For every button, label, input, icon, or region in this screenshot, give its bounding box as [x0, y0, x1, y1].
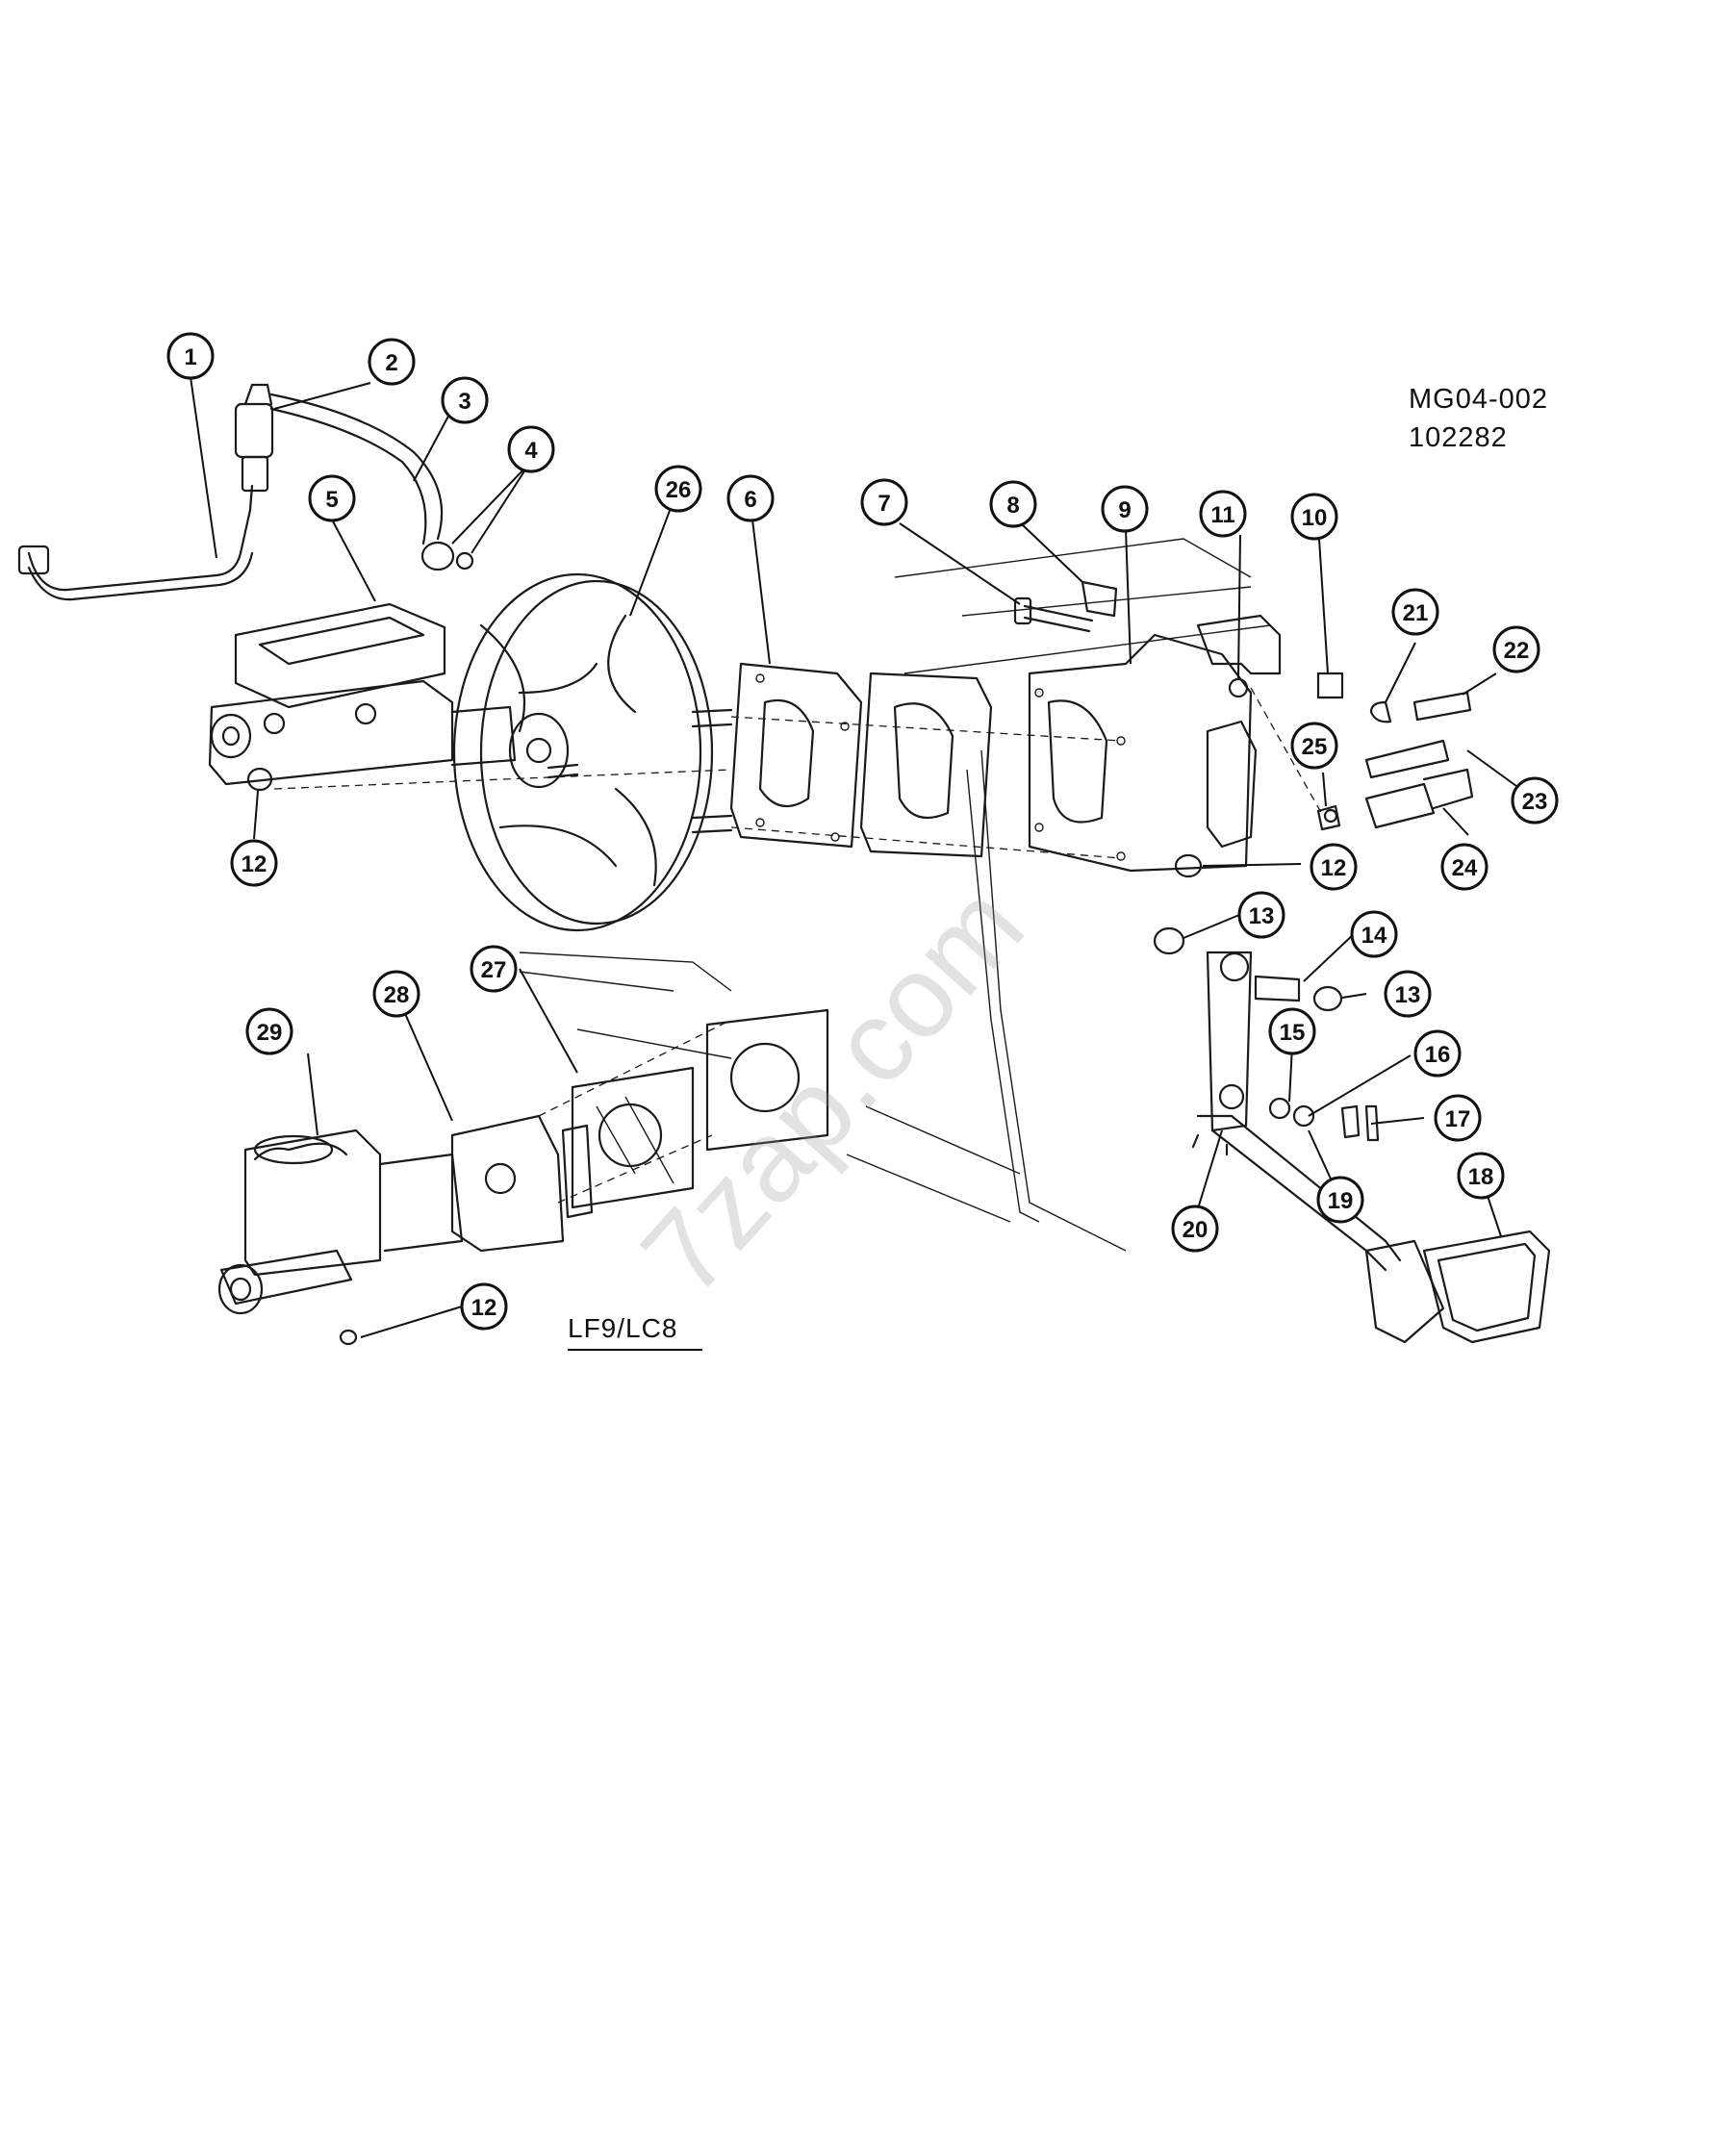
callout-16: 16 [1413, 1029, 1462, 1078]
callout-12-c: 12 [460, 1282, 508, 1331]
callout-12-a-label: 12 [242, 851, 267, 877]
variant-label: LF9/LC8 [568, 1313, 678, 1343]
callout-29: 29 [245, 1007, 293, 1055]
callout-23: 23 [1511, 776, 1559, 824]
callout-12-a: 12 [230, 839, 278, 887]
callout-14: 14 [1350, 910, 1398, 958]
brake-pedal-assembly [1153, 926, 1551, 1344]
callout-13-a: 13 [1237, 891, 1285, 939]
callout-6: 6 [726, 474, 775, 522]
nut-bracket [1174, 853, 1203, 878]
callout-16-label: 16 [1425, 1042, 1451, 1068]
callout-9-label: 9 [1118, 497, 1131, 523]
callout-10: 10 [1290, 493, 1338, 541]
drawing-code: MG04-002 [1409, 384, 1549, 415]
callout-27: 27 [470, 945, 518, 993]
callout-14-label: 14 [1361, 923, 1387, 949]
callout-12-b-label: 12 [1321, 855, 1347, 881]
vacuum-line [17, 383, 274, 601]
callout-11-label: 11 [1210, 502, 1234, 528]
callout-28: 28 [372, 970, 420, 1018]
callout-19-label: 19 [1328, 1188, 1354, 1214]
callout-1-label: 1 [184, 344, 196, 370]
callout-12-c-label: 12 [471, 1295, 497, 1321]
vacuum-hose [269, 393, 474, 571]
callout-24-label: 24 [1452, 855, 1478, 881]
callout-17: 17 [1434, 1094, 1482, 1142]
callout-5-label: 5 [325, 487, 338, 513]
callout-20-label: 20 [1183, 1217, 1208, 1243]
pedal-bracket [1028, 633, 1253, 873]
callout-8-label: 8 [1006, 493, 1019, 519]
callout-10-label: 10 [1302, 505, 1328, 531]
callout-18-label: 18 [1468, 1164, 1494, 1190]
lower-variant-assembly [217, 1008, 829, 1346]
stoplamp-switch-parts [1316, 672, 1474, 831]
callout-27-label: 27 [481, 957, 507, 983]
callout-5: 5 [308, 474, 356, 522]
callout-markers: 1 2 3 4 5 26 6 7 8 9 11 10 21 22 25 23 2… [166, 332, 1559, 1331]
callout-3: 3 [441, 376, 489, 424]
callout-8: 8 [989, 480, 1037, 528]
callout-12-b: 12 [1310, 843, 1358, 891]
callout-2-label: 2 [385, 350, 397, 376]
callout-1: 1 [166, 332, 215, 380]
callout-3-label: 3 [458, 389, 471, 415]
callout-22-label: 22 [1504, 638, 1530, 664]
callout-13-b-label: 13 [1395, 982, 1421, 1008]
callout-9: 9 [1101, 485, 1149, 533]
callout-6-label: 6 [744, 487, 756, 513]
bolt-and-clip [1013, 580, 1118, 633]
callout-7: 7 [860, 478, 908, 526]
callout-13-a-label: 13 [1249, 903, 1275, 929]
callout-4-label: 4 [524, 438, 538, 464]
callout-2: 2 [368, 338, 416, 386]
master-cylinder-upper [208, 602, 517, 786]
callout-23-label: 23 [1522, 789, 1548, 815]
callout-26-label: 26 [666, 477, 692, 503]
spacer-plate [859, 672, 993, 858]
callout-25: 25 [1290, 722, 1338, 770]
leader-lines [190, 376, 1517, 1338]
nut-master-cylinder [246, 767, 273, 792]
callout-7-label: 7 [878, 491, 890, 517]
callout-21: 21 [1391, 588, 1439, 636]
callout-15: 15 [1268, 1007, 1316, 1055]
support-bracket [1196, 614, 1282, 849]
alignment-lines [273, 687, 1324, 859]
callout-26: 26 [654, 465, 702, 513]
drawing-date: 102282 [1409, 422, 1508, 453]
callout-29-label: 29 [257, 1020, 283, 1046]
callout-25-label: 25 [1302, 734, 1328, 760]
callout-18: 18 [1457, 1152, 1505, 1200]
callout-4: 4 [507, 425, 555, 473]
callout-17-label: 17 [1445, 1106, 1471, 1132]
callout-22: 22 [1492, 625, 1540, 673]
callout-11: 11 [1199, 490, 1247, 538]
callout-13-b: 13 [1384, 970, 1432, 1018]
booster-gasket [729, 662, 863, 849]
callout-15-label: 15 [1280, 1020, 1306, 1046]
callout-20: 20 [1171, 1205, 1219, 1253]
firewall-outline [519, 538, 1271, 1252]
callout-21-label: 21 [1403, 600, 1429, 626]
callout-24: 24 [1440, 843, 1488, 891]
brake-booster [452, 572, 733, 932]
callout-28-label: 28 [384, 982, 410, 1008]
callout-19: 19 [1316, 1176, 1364, 1224]
